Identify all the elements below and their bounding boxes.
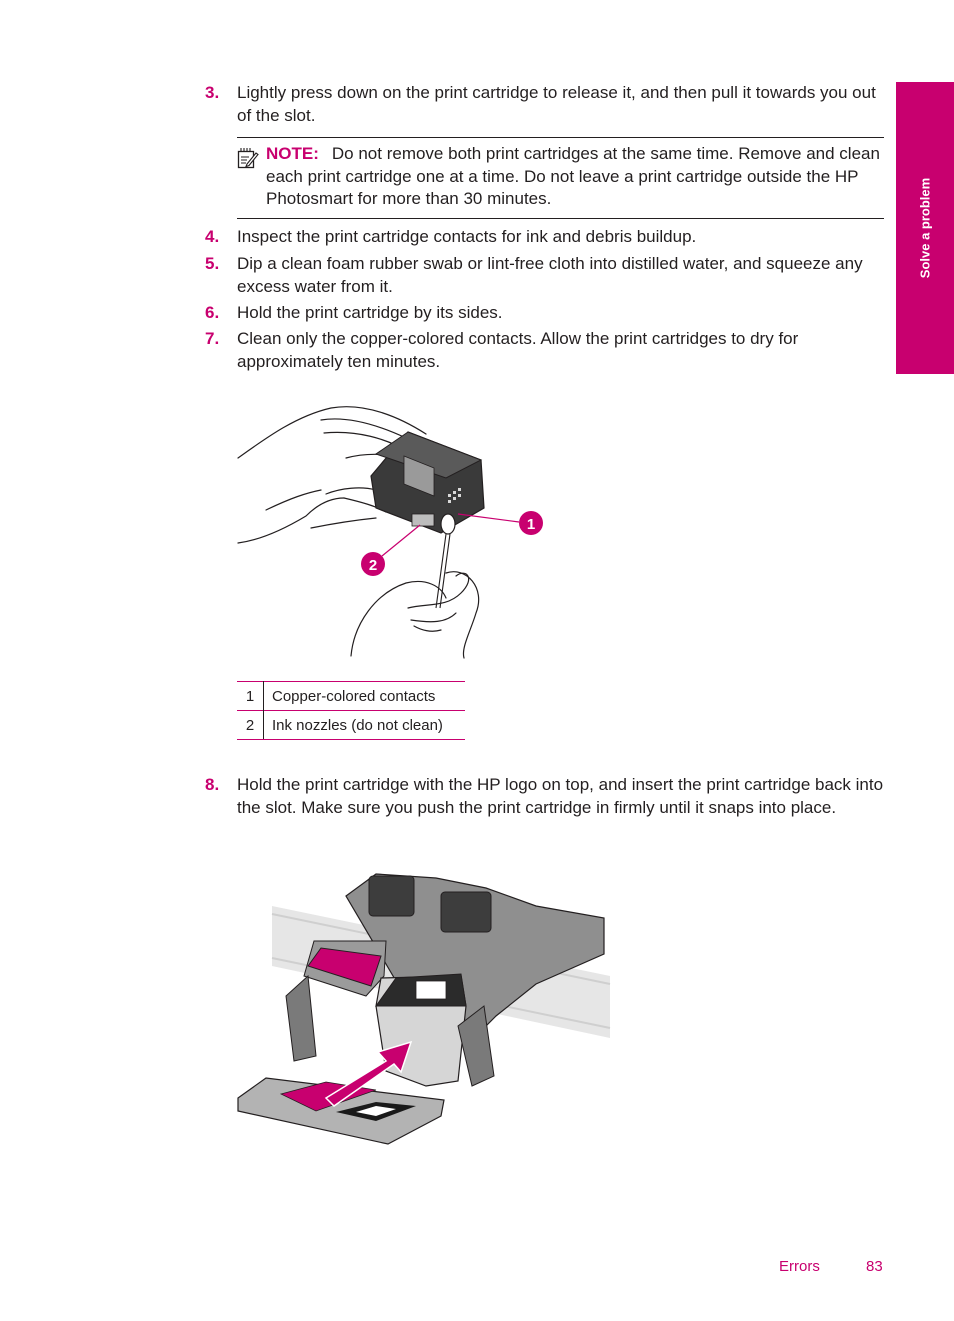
- legend-number: 2: [237, 710, 264, 740]
- note-label: NOTE:: [266, 144, 319, 163]
- step-text: Dip a clean foam rubber swab or lint-fre…: [237, 254, 863, 296]
- legend-label: Ink nozzles (do not clean): [263, 710, 465, 740]
- step-text: Inspect the print cartridge contacts for…: [237, 227, 697, 246]
- callout-1: 1: [527, 516, 535, 533]
- legend-number: 1: [237, 681, 264, 711]
- callout-legend-table: 1 Copper-colored contacts 2 Ink nozzles …: [237, 681, 465, 740]
- step-text: Hold the print cartridge by its sides.: [237, 303, 503, 322]
- step-text: Lightly press down on the print cartridg…: [237, 83, 876, 125]
- step-number: 4.: [205, 227, 220, 246]
- step-number: 7.: [205, 329, 220, 348]
- footer-section: Errors: [779, 1258, 820, 1275]
- step-text: Hold the print cartridge with the HP log…: [237, 775, 884, 817]
- cartridge-insertion-illustration: [237, 873, 611, 1145]
- callout-2: 2: [369, 557, 377, 574]
- table-row: 1 Copper-colored contacts: [237, 681, 465, 711]
- page-number: 83: [866, 1258, 883, 1275]
- step-number: 6.: [205, 303, 220, 322]
- step-number: 3.: [205, 83, 220, 102]
- cartridge-cleaning-illustration: 1 2: [237, 406, 543, 659]
- note-text: Do not remove both print cartridges at t…: [266, 144, 880, 208]
- note-icon: [237, 146, 259, 175]
- step-number: 8.: [205, 775, 220, 794]
- legend-label: Copper-colored contacts: [263, 681, 465, 711]
- step-number: 5.: [205, 254, 220, 273]
- table-row: 2 Ink nozzles (do not clean): [237, 710, 465, 740]
- note-box: NOTE:Do not remove both print cartridges…: [237, 137, 884, 219]
- side-tab-label: Solve a problem: [917, 177, 933, 279]
- step-text: Clean only the copper-colored contacts. …: [237, 329, 799, 371]
- section-side-tab: Solve a problem: [896, 82, 954, 374]
